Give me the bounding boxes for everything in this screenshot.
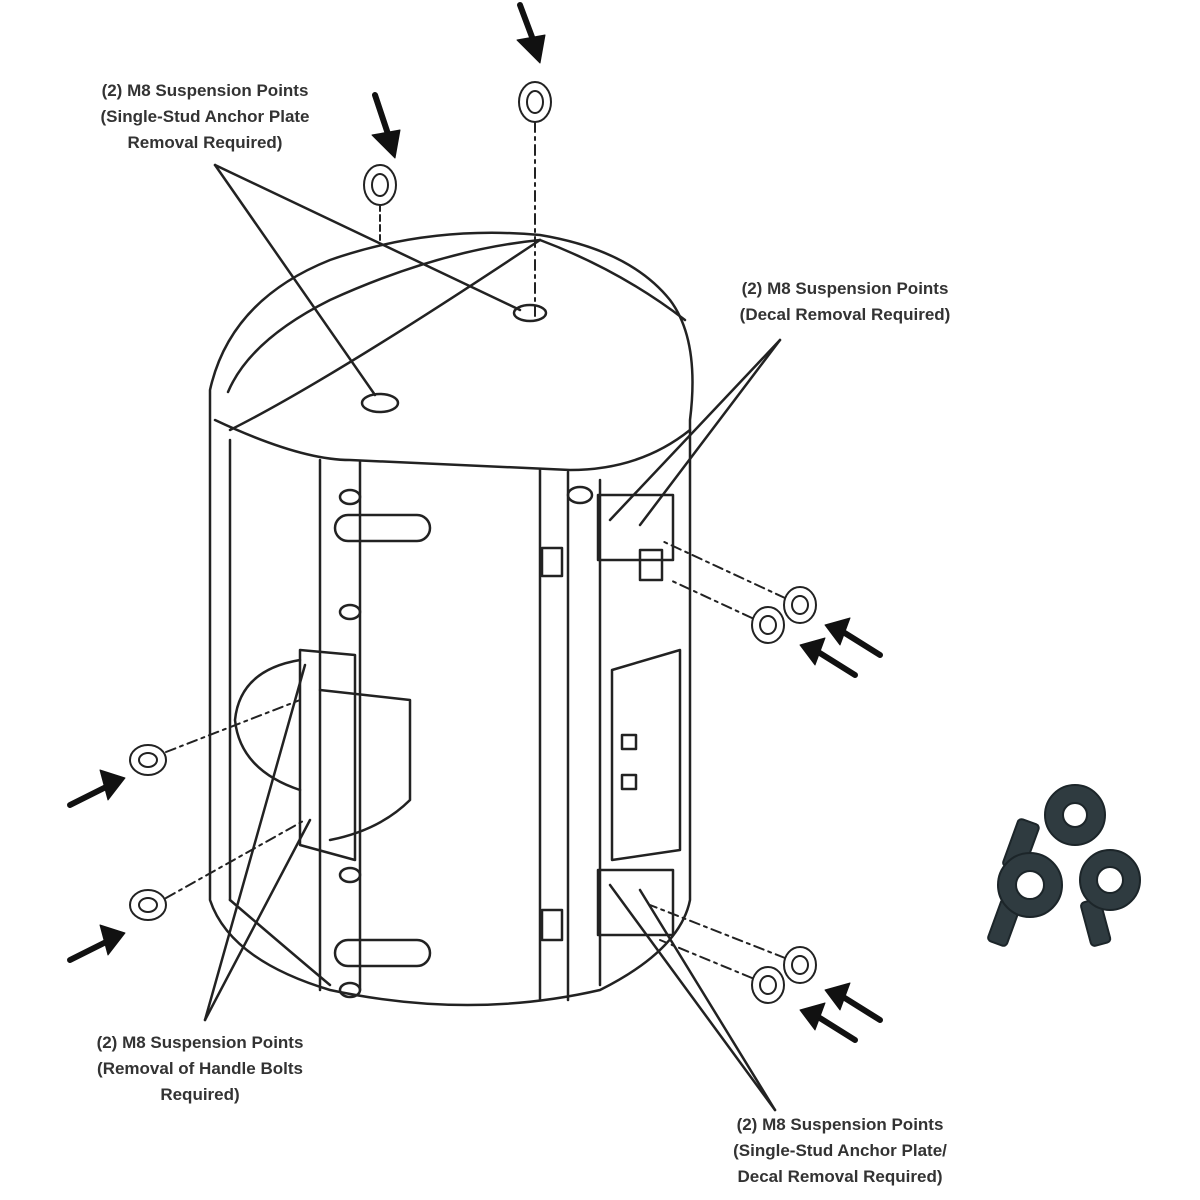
eyebolt-photo	[987, 784, 1141, 947]
callout-note: (Removal of Handle Bolts	[97, 1059, 303, 1078]
callout-title: (2) M8 Suspension Points	[96, 1033, 304, 1052]
arrow-icons	[67, 2, 883, 1043]
callout-handle-suspension-points: (2) M8 Suspension Points (Removal of Han…	[35, 1030, 365, 1108]
callout-rear-upper-suspension-points: (2) M8 Suspension Points (Decal Removal …	[680, 276, 1010, 328]
callout-note: (Single-Stud Anchor Plate	[100, 107, 310, 126]
callout-title: (2) M8 Suspension Points	[736, 1115, 944, 1134]
callout-note: Removal Required)	[127, 133, 283, 152]
callout-note: Decal Removal Required)	[737, 1167, 943, 1186]
speaker-cabinet	[208, 231, 694, 1007]
callout-title: (2) M8 Suspension Points	[101, 81, 309, 100]
leader-lines	[203, 163, 782, 1112]
eyebolt-icons	[129, 81, 817, 1004]
callout-note: (Decal Removal Required)	[739, 305, 951, 324]
callout-title: (2) M8 Suspension Points	[741, 279, 949, 298]
callout-note: (Single-Stud Anchor Plate/	[733, 1141, 947, 1160]
callout-note: Required)	[160, 1085, 240, 1104]
callout-rear-lower-suspension-points: (2) M8 Suspension Points (Single-Stud An…	[675, 1112, 1005, 1190]
callout-top-suspension-points: (2) M8 Suspension Points (Single-Stud An…	[40, 78, 370, 156]
